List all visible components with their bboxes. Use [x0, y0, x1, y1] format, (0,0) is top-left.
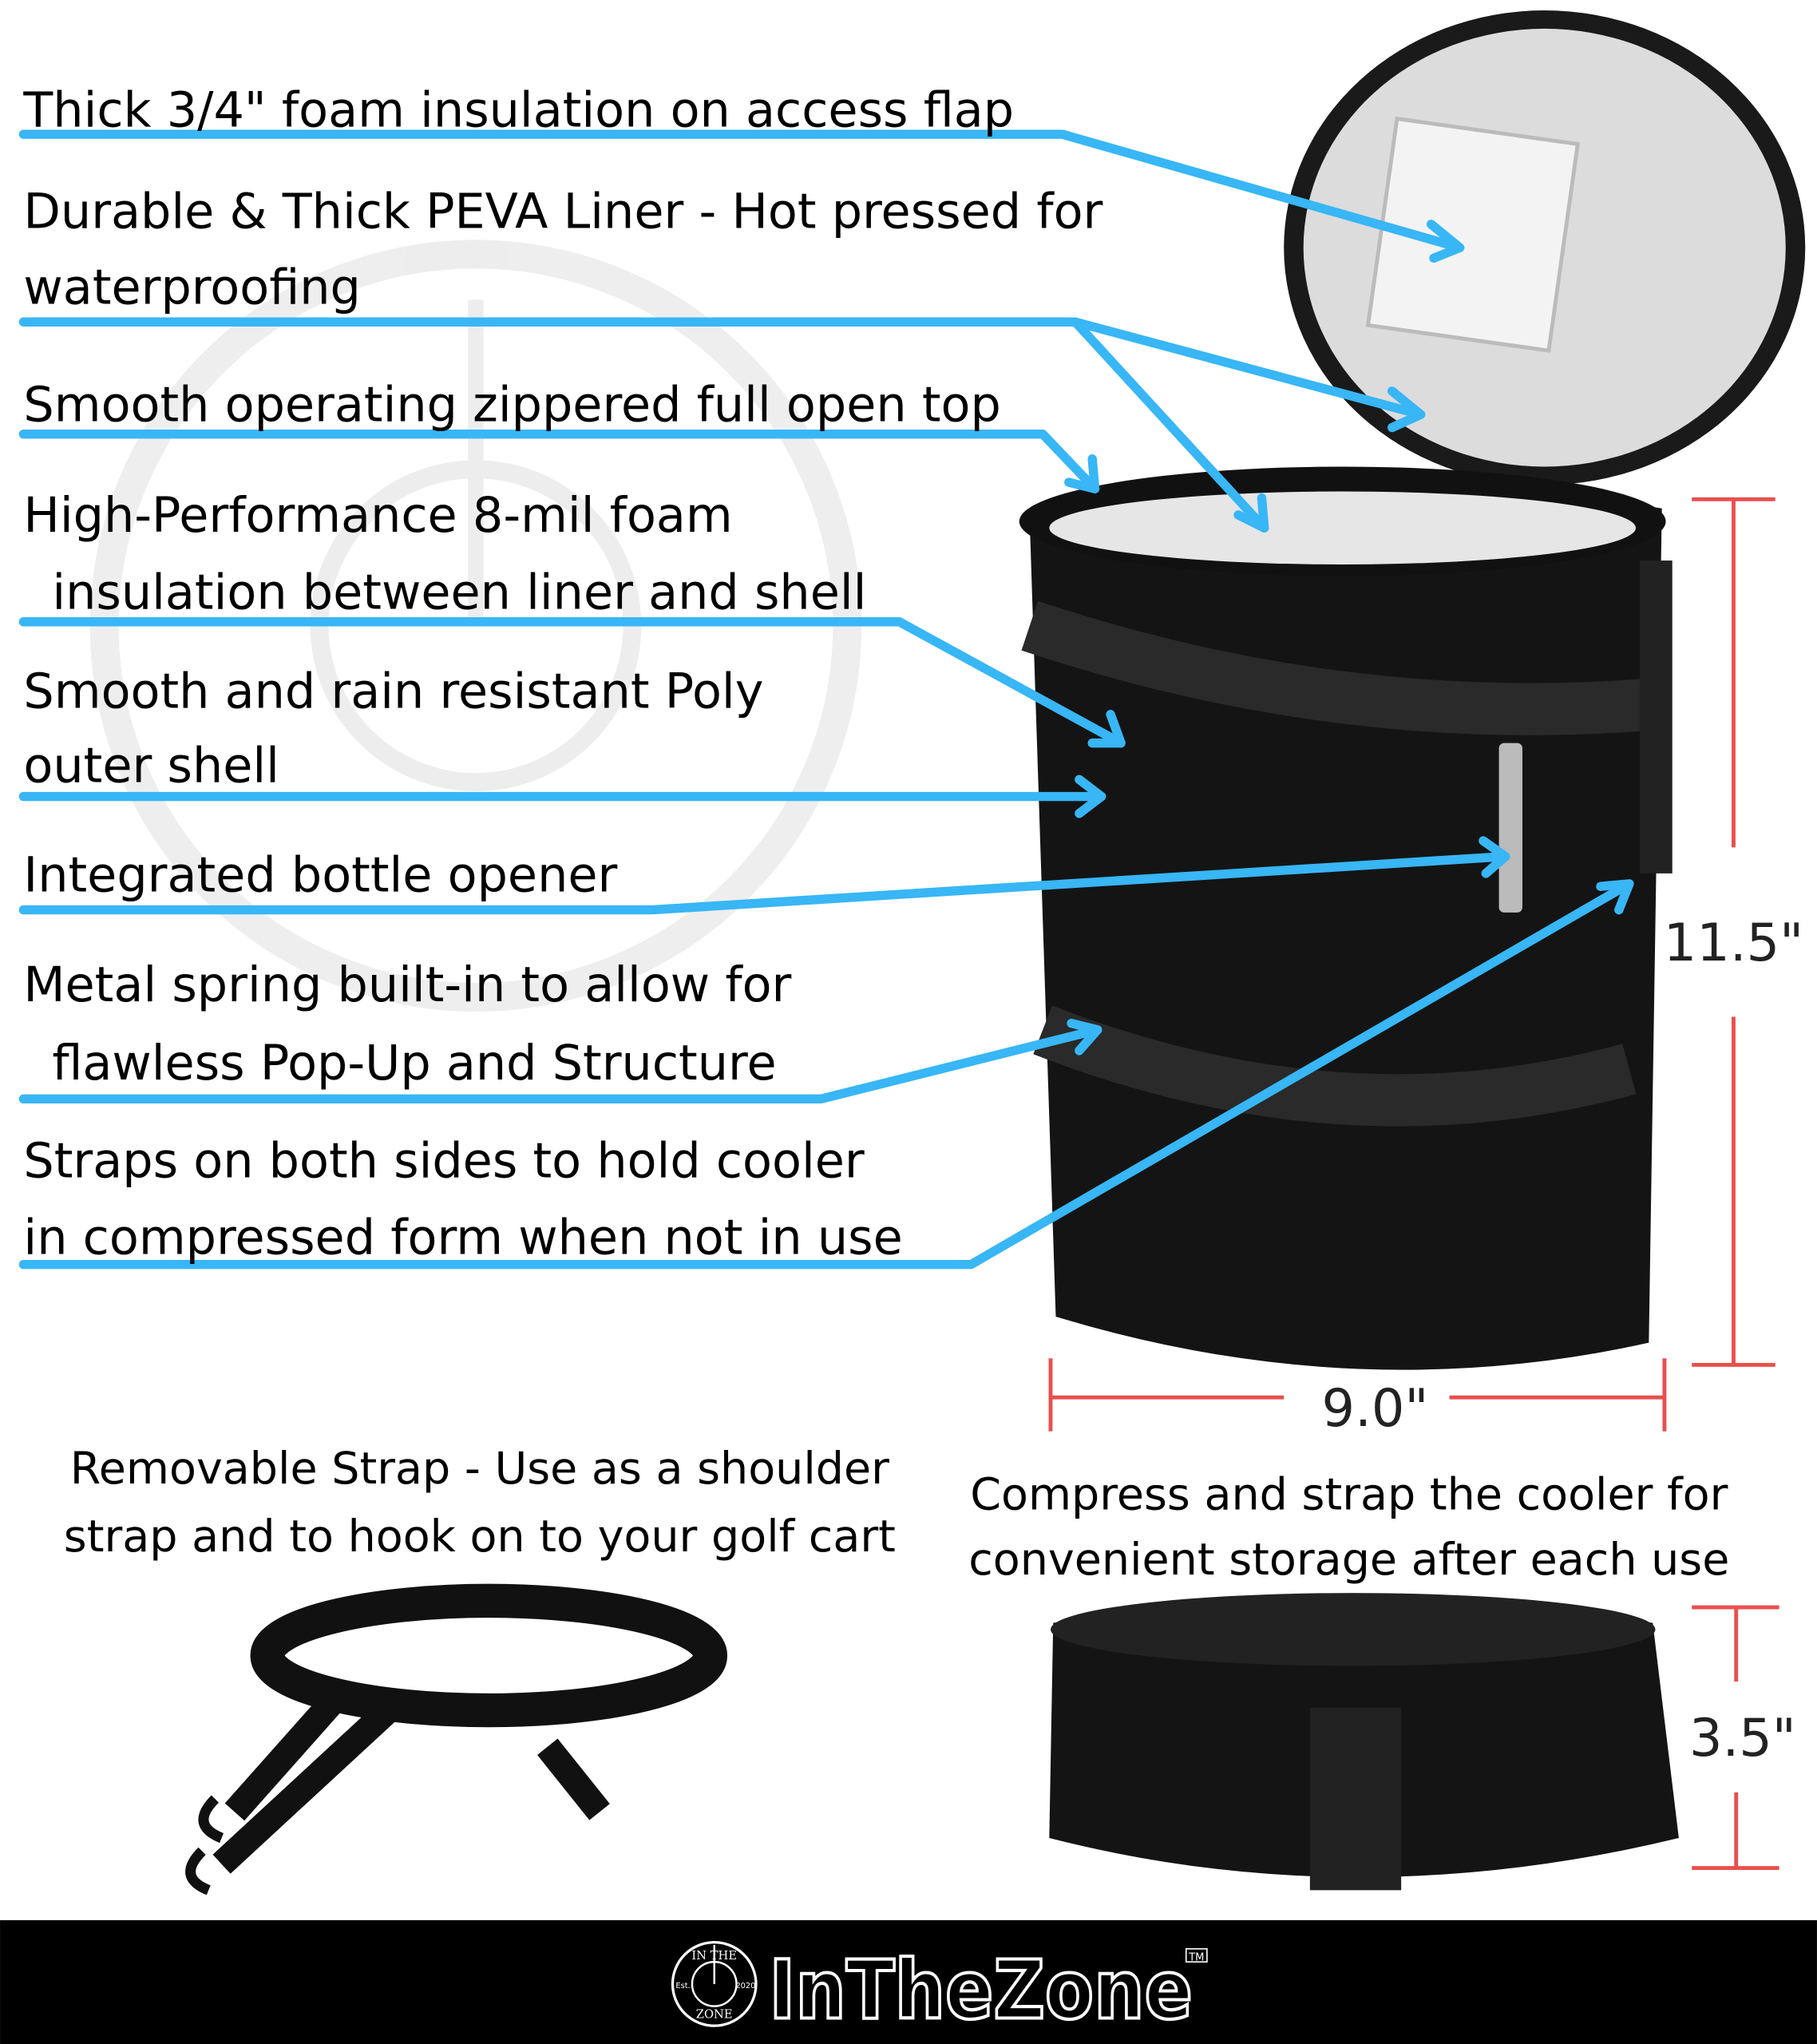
strap-caption-line-1: Removable Strap - Use as a shoulder	[70, 1443, 889, 1495]
trademark-symbol: TM	[1188, 1952, 1204, 1964]
feature-4-line-2: insulation between liner and shell	[52, 564, 866, 620]
brand-seal-logo: IN THE ZONE Est. 2020	[671, 1941, 758, 2027]
strap-caption-line-2: strap and to hook on to your golf cart	[64, 1511, 896, 1563]
compress-caption-line-1: Compress and strap the cooler for	[970, 1469, 1728, 1521]
feature-8-line-1: Straps on both sides to hold cooler	[23, 1133, 864, 1189]
feature-2-line-2: waterproofing	[23, 259, 360, 315]
dimension-width: 9.0"	[1048, 1358, 1667, 1439]
feature-8-line-2: in compressed form when not in use	[23, 1210, 902, 1266]
feature-list: Thick 3/4" foam insulation on access fla…	[22, 82, 1102, 1266]
feature-1: Thick 3/4" foam insulation on access fla…	[22, 82, 1014, 138]
feature-4-line-1: High-Performance 8-mil foam	[23, 488, 732, 544]
dimension-compressed-height: 3.5"	[1689, 1605, 1796, 1871]
feature-3: Smooth operating zippered full open top	[23, 377, 1000, 433]
height-label: 11.5"	[1664, 913, 1803, 973]
seal-right-text: 2020	[735, 1982, 755, 1991]
feature-5-line-2: outer shell	[23, 739, 279, 794]
feature-6: Integrated bottle opener	[23, 848, 617, 904]
seal-bottom-text: ZONE	[696, 2007, 733, 2021]
callout-lines	[18, 129, 1634, 1270]
feature-7-line-1: Metal spring built-in to allow for	[23, 957, 791, 1013]
compress-caption-line-2: convenient storage after each use	[968, 1534, 1729, 1586]
brand-name: InTheZone	[769, 1943, 1193, 2037]
footer-brand-bar: IN THE ZONE Est. 2020 InTheZone TM	[0, 1919, 1817, 2044]
seal-top-text: IN THE	[691, 1949, 737, 1963]
seal-left-text: Est.	[675, 1982, 690, 1991]
width-label: 9.0"	[1322, 1378, 1429, 1439]
feature-2-line-1: Durable & Thick PEVA Liner - Hot pressed…	[23, 184, 1102, 240]
cooler-product-image	[1019, 10, 1806, 1370]
feature-7-line-2: flawless Pop-Up and Structure	[52, 1036, 776, 1091]
feature-5-line-1: Smooth and rain resistant Poly	[23, 664, 763, 720]
strap-product-image	[185, 1583, 728, 1895]
compressed-cooler-image	[1049, 1593, 1679, 1891]
dimension-height: 11.5"	[1664, 497, 1803, 1367]
compressed-height-label: 3.5"	[1689, 1708, 1796, 1769]
bottle-opener-icon	[1498, 743, 1522, 913]
